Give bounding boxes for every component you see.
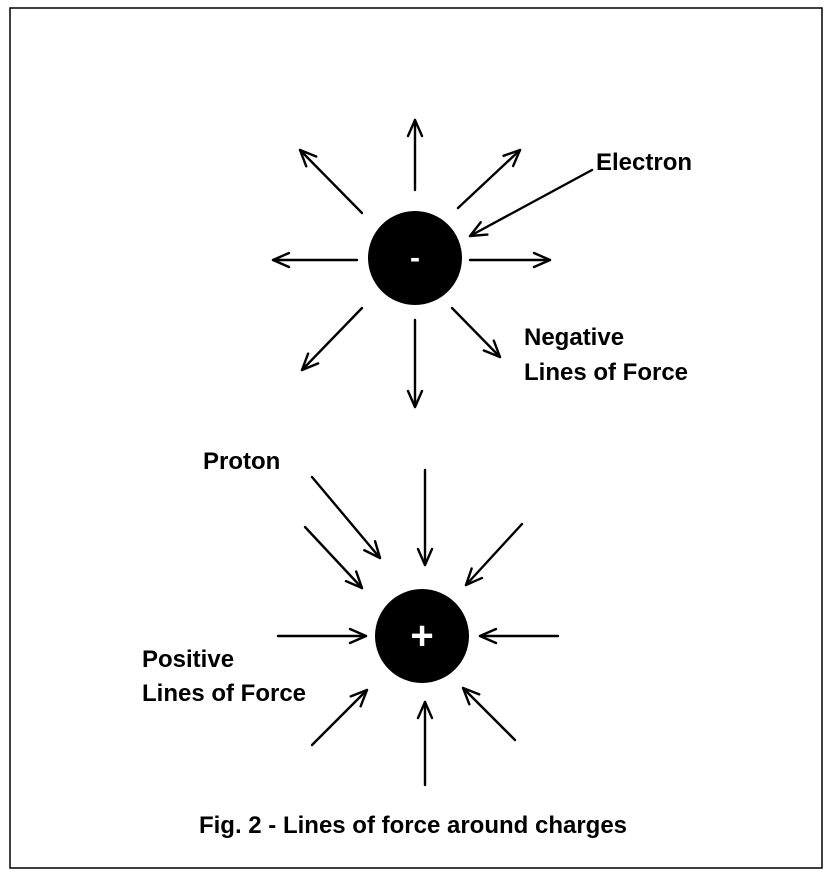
electron-arrow-right-head [532,251,552,269]
proton-arrow-from-left [276,627,368,645]
proton-label-pointer-shaft [310,475,382,560]
electron-arrow-up-left-shaft [298,148,364,215]
electron-arrow-down-right-shaft [450,306,502,359]
figure-caption: Fig. 2 - Lines of force around charges [199,812,627,839]
proton-arrow-from-right-head [478,627,498,645]
proton-arrow-from-upper-left [303,525,364,590]
proton-arrow-from-upper-right-head [464,567,484,587]
electron-group: - [271,118,552,409]
positive-lines-label: Positive Lines of Force [142,646,306,707]
proton-arrow-from-lower-left-shaft [310,688,369,747]
proton-arrow-from-top-head [416,547,434,567]
positive-lines-label-line-1: Positive [142,646,234,673]
proton-arrow-from-upper-right-shaft [464,522,524,587]
proton-arrow-from-upper-right [464,522,524,587]
proton-arrow-from-right [478,627,560,645]
electron-arrow-up-right [456,148,522,210]
electron-arrow-up-head [406,118,424,138]
electron-arrow-right [468,251,552,269]
proton-arrow-from-lower-right [461,686,517,742]
proton-arrow-from-bottom [416,700,434,787]
proton-charge [375,589,469,683]
electron-label-pointer [468,168,594,238]
negative-lines-label-line-2: Lines of Force [524,359,688,386]
electron-arrow-left-head [271,251,291,269]
electron-arrow-down-left-shaft [300,306,364,372]
electron-arrow-up [406,118,424,192]
electron-arrow-down-left [300,306,364,372]
proton-arrow-from-upper-left-shaft [303,525,364,590]
electron-arrow-down-right-head [482,339,502,359]
electron-arrow-down-head [406,389,424,409]
proton-arrow-from-left-head [348,627,368,645]
electron-arrow-down-right [450,306,502,359]
proton-arrow-from-bottom-head [416,700,434,720]
positive-lines-label-line-2: Lines of Force [142,680,306,707]
electron-arrow-up-left [298,148,364,215]
electron-arrow-down [406,318,424,409]
electron-arrow-up-right-head [502,148,522,168]
proton-arrow-from-upper-left-head [344,570,364,590]
electron-label-pointer-head [468,221,489,238]
electron-label: Electron [596,149,692,176]
electron-sign: - [410,242,420,275]
proton-arrow-from-lower-left-head [349,688,369,708]
proton-label: Proton [203,448,280,475]
label-pointers [310,168,594,560]
electron-arrow-left [271,251,359,269]
proton-label-pointer [310,475,382,560]
electron-label-pointer-shaft [468,168,594,238]
negative-lines-label-line-1: Negative [524,324,624,351]
electron-charge [368,211,462,305]
electron-force-lines [271,118,552,409]
proton-group: + [276,468,560,787]
proton-label-pointer-head [363,540,382,560]
proton-arrow-from-lower-right-shaft [461,686,517,742]
electron-arrow-up-right-shaft [456,148,522,210]
proton-arrow-from-top [416,468,434,567]
electron-arrow-down-left-head [300,352,320,372]
proton-arrow-from-lower-left [310,688,369,747]
negative-lines-label: Negative Lines of Force [524,324,688,386]
electron-arrow-up-left-head [298,148,318,168]
proton-sign: + [410,614,433,658]
proton-arrow-from-lower-right-head [461,686,481,706]
proton-force-lines [276,468,560,787]
